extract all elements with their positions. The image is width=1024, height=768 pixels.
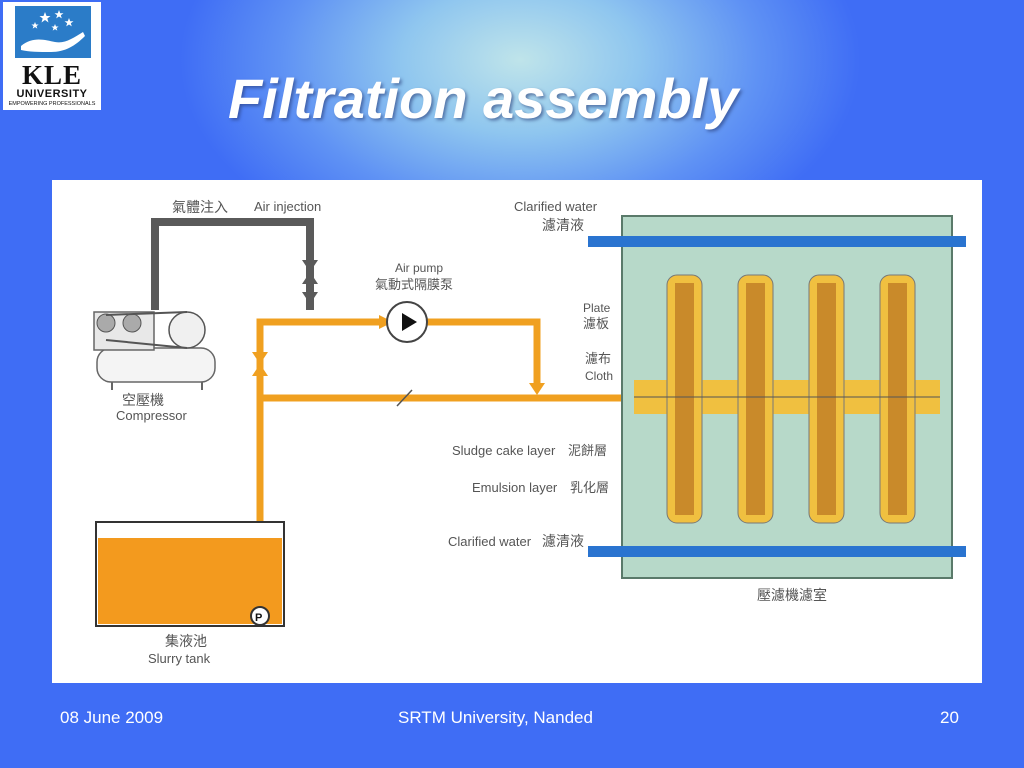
air-arrow-icon (302, 292, 318, 304)
compressor-icon (93, 311, 216, 390)
logo-subtitle: UNIVERSITY (16, 88, 88, 100)
pipe-break-mark (396, 389, 413, 407)
emulsion-label: Emulsion layer (472, 480, 558, 495)
air-pump-label-zh: 氣動式隔膜泵 (375, 277, 453, 292)
air-injection-label: Air injection (254, 199, 321, 214)
footer-date: 08 June 2009 (60, 708, 164, 727)
clarified-water-top-pipe (588, 236, 966, 247)
logo-name: KLE (21, 60, 83, 90)
footer-organization: SRTM University, Nanded (398, 708, 593, 727)
sludge-cake-label: Sludge cake layer (452, 443, 556, 458)
university-logo: KLE UNIVERSITY EMPOWERING PROFESSIONALS (3, 2, 101, 110)
cloth-label-zh: 濾布 (585, 351, 611, 366)
pump-marker: P (255, 612, 262, 624)
clarified-water-top-label: Clarified water (514, 199, 598, 214)
cloth-label: Cloth (585, 369, 613, 383)
compressor-label: Compressor (116, 408, 187, 423)
slurry-tank-label-zh: 集液池 (165, 633, 207, 649)
air-pump-label: Air pump (395, 261, 443, 275)
air-pump-icon (386, 301, 428, 343)
filtration-diagram: P 氣體注入 Air injection Air pump 氣動式隔膜泵 空壓機… (52, 180, 982, 683)
clarified-water-bottom-label-zh: 濾清液 (542, 533, 584, 549)
pump-outlet-pipe (427, 318, 541, 385)
air-valve-icon (302, 260, 318, 284)
emulsion-label-zh: 乳化層 (570, 480, 609, 495)
slurry-tank-icon (95, 521, 285, 627)
logo-hand-stars-icon (15, 6, 91, 58)
slurry-tank-label: Slurry tank (148, 651, 211, 666)
pump-feed-pipe (256, 318, 387, 400)
slurry-valve-icon (252, 352, 268, 376)
clarified-water-top-label-zh: 濾清液 (542, 217, 584, 233)
footer-page-number: 20 (940, 708, 959, 727)
logo-tagline: EMPOWERING PROFESSIONALS (8, 101, 96, 107)
pump-outlet-arrow-icon (529, 383, 545, 395)
filter-press-icon (621, 215, 953, 579)
compressor-label-zh: 空壓機 (122, 392, 164, 408)
filtration-diagram-svg: P 氣體注入 Air injection Air pump 氣動式隔膜泵 空壓機… (93, 199, 966, 666)
air-injection-pipe (151, 218, 314, 310)
press-chamber-label-zh: 壓濾機濾室 (757, 587, 827, 603)
slide-title: Filtration assembly (228, 67, 739, 130)
air-injection-label-zh: 氣體注入 (172, 199, 228, 215)
clarified-water-bottom-label: Clarified water (448, 534, 532, 549)
clarified-water-bottom-pipe (588, 546, 966, 557)
sludge-cake-label-zh: 泥餅層 (568, 443, 607, 458)
plate-label: Plate (583, 301, 611, 315)
plate-label-zh: 濾板 (583, 316, 609, 331)
